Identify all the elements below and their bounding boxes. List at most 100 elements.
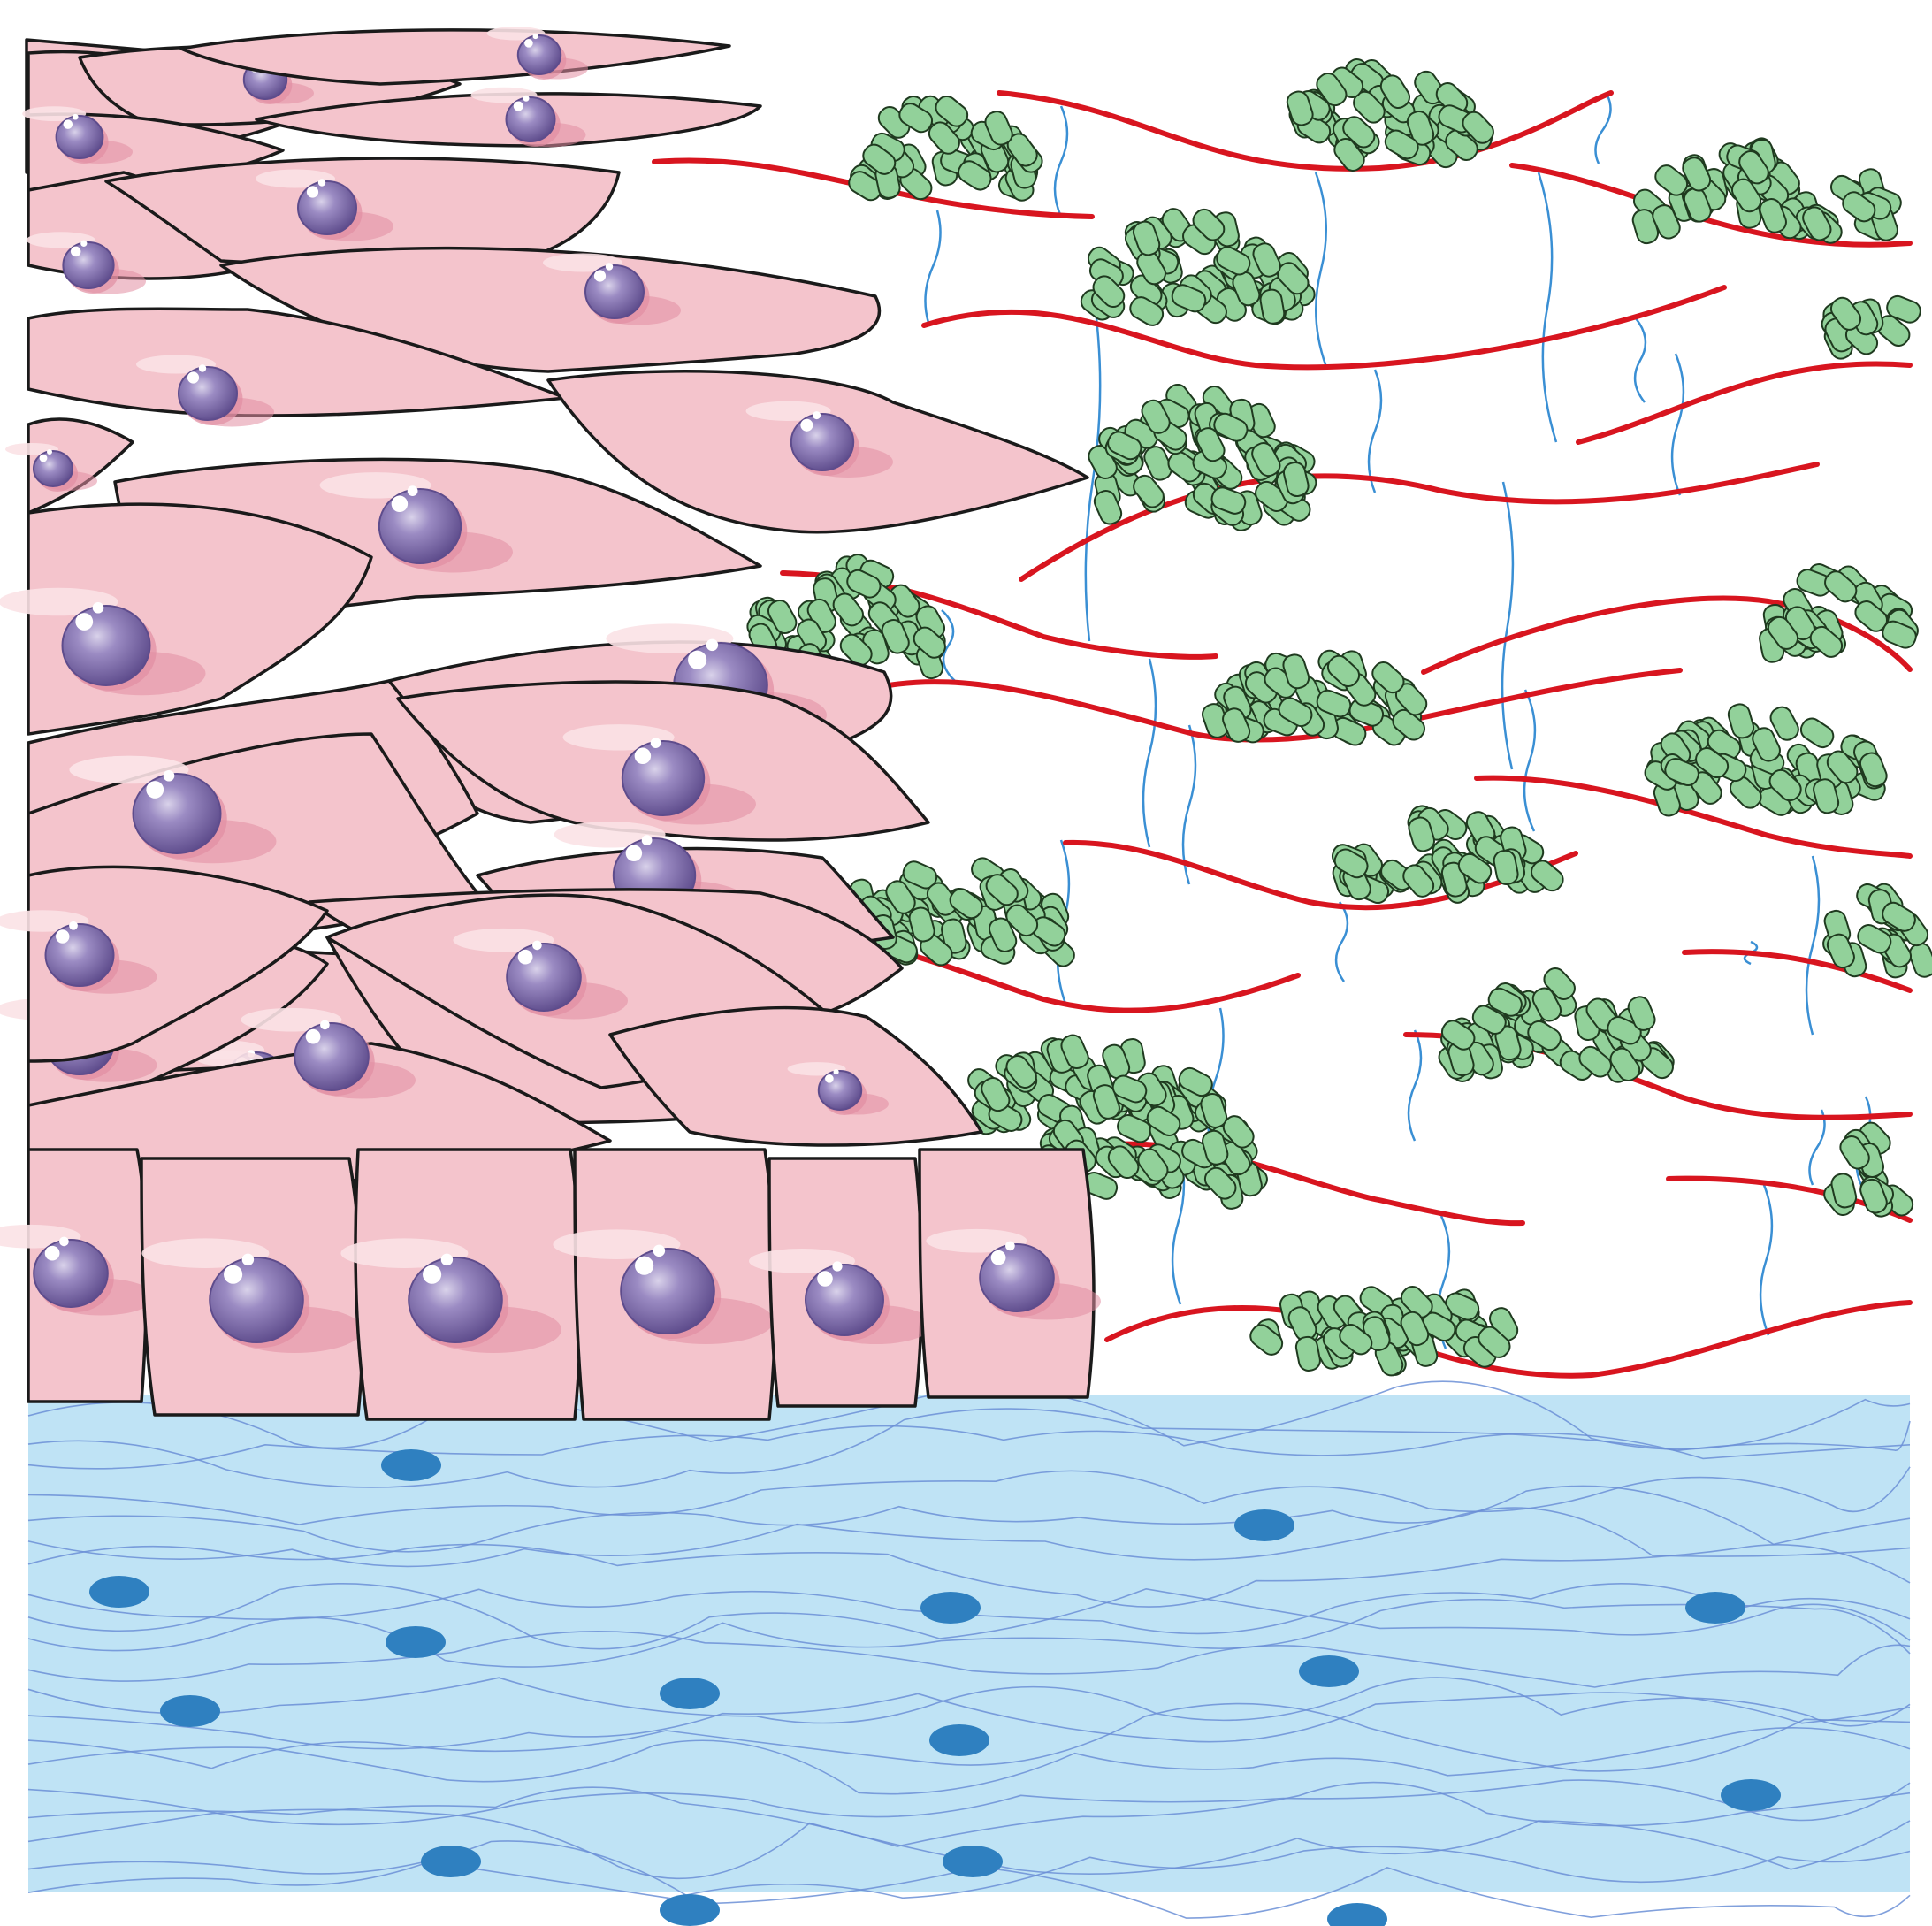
bacterium <box>1859 1178 1888 1214</box>
bacterium <box>1531 987 1562 1022</box>
bacterial-colonies <box>746 58 1932 1377</box>
bacterium <box>1294 1335 1321 1372</box>
bacterium <box>1117 1113 1152 1143</box>
connective-fiber <box>27 1840 1911 1899</box>
connective-tissue-layer <box>27 1380 1911 1926</box>
nucleus-glint <box>833 1069 839 1075</box>
nucleus-glint <box>688 650 707 669</box>
connective-fiber <box>27 1727 1911 1795</box>
epithelial-cell <box>140 1157 364 1417</box>
epithelial-cell <box>5 417 134 515</box>
bacterium <box>1249 1324 1284 1356</box>
bacterium <box>1727 703 1755 739</box>
connective-fiber <box>27 1598 1911 1668</box>
connective-fiber <box>27 1631 1911 1688</box>
nucleus-glint <box>59 1236 69 1247</box>
bacterium <box>1252 242 1281 278</box>
bacterial-colony <box>1821 294 1921 360</box>
nucleus-glint <box>813 411 821 420</box>
bacterium <box>862 143 897 175</box>
nucleus <box>44 923 115 987</box>
nucleus <box>790 413 855 471</box>
bacterium <box>981 1077 1011 1112</box>
bacterium <box>1107 1145 1140 1180</box>
matrix-strand <box>1474 775 1913 859</box>
nucleus-glint <box>241 1253 255 1266</box>
nucleus-glint <box>625 845 643 862</box>
bacterium <box>1111 1074 1148 1104</box>
bacterium <box>1759 198 1787 233</box>
bacterium <box>1171 284 1207 313</box>
nucleus <box>817 1070 863 1111</box>
epithelial-cell <box>340 1148 583 1421</box>
bacterium <box>1316 73 1348 107</box>
connective-fiber <box>27 1808 1911 1880</box>
nucleus-glint <box>593 270 607 282</box>
nucleus <box>178 366 238 421</box>
bacterium <box>1132 220 1161 256</box>
matrix-strand <box>997 90 1614 172</box>
nucleus-glint <box>513 101 523 111</box>
matrix-link <box>1633 317 1647 403</box>
connective-tissue-background <box>28 1395 1910 1892</box>
bacterium <box>1767 615 1799 650</box>
bacterium <box>1195 427 1226 462</box>
bacterium <box>1683 187 1712 223</box>
connective-nucleus <box>943 1846 1003 1877</box>
nucleus <box>33 450 73 487</box>
nucleus <box>132 773 222 854</box>
bacterium <box>1830 1173 1858 1209</box>
bacterium <box>839 633 873 667</box>
connective-nuclei <box>89 1449 1781 1926</box>
nucleus-glint <box>800 418 813 432</box>
bacterium <box>1578 1045 1613 1078</box>
nucleus-glint <box>80 240 88 247</box>
nucleus-glint <box>306 186 319 198</box>
bacterial-colony <box>1644 703 1888 817</box>
bacterium <box>1478 1326 1511 1358</box>
connective-fiber <box>27 1677 1911 1727</box>
bacterium <box>928 121 960 155</box>
bacterium <box>1882 901 1916 932</box>
nucleus-glint <box>69 921 78 930</box>
nucleus <box>378 488 462 564</box>
epithelial-cell <box>179 27 731 86</box>
connective-nucleus <box>1721 1779 1781 1811</box>
connective-fiber <box>27 1692 1911 1750</box>
bacterium <box>1826 933 1855 969</box>
nucleus <box>61 605 151 686</box>
bacterium <box>1752 727 1781 762</box>
bacterium <box>1859 752 1888 788</box>
bacterium <box>988 917 1018 952</box>
nucleus-glint <box>305 1028 321 1044</box>
bacterial-colony <box>848 95 1043 202</box>
nucleus-glint <box>440 1253 454 1266</box>
matrix-link <box>941 609 956 682</box>
bacterium <box>1652 204 1681 240</box>
bacterium <box>1826 750 1859 784</box>
epithelial-cell <box>26 171 263 294</box>
bacterium <box>984 111 1013 146</box>
nucleus-glint <box>92 601 104 614</box>
nucleus-glint <box>317 179 326 187</box>
bacterium <box>1802 206 1832 241</box>
bacterial-colony <box>1080 208 1316 326</box>
bacterium <box>1092 1084 1120 1120</box>
nucleus-glint <box>517 949 533 965</box>
bacterium <box>1408 816 1435 852</box>
nucleus-glint <box>407 485 418 496</box>
matrix-strand <box>1576 361 1913 445</box>
bacterium <box>985 874 1019 906</box>
epithelial-cell <box>546 370 1089 534</box>
bacterial-colony <box>746 554 946 680</box>
bacterium <box>1326 654 1361 688</box>
bacterium <box>889 584 920 618</box>
nucleus-glint <box>224 1265 243 1284</box>
connective-fiber <box>27 1507 1911 1568</box>
bacterium <box>898 103 934 134</box>
bacterium <box>1839 1135 1870 1170</box>
bacterium <box>1251 442 1281 478</box>
nucleus-glint <box>75 613 94 631</box>
bacterial-colony <box>1438 967 1675 1083</box>
matrix-link <box>1537 172 1558 443</box>
